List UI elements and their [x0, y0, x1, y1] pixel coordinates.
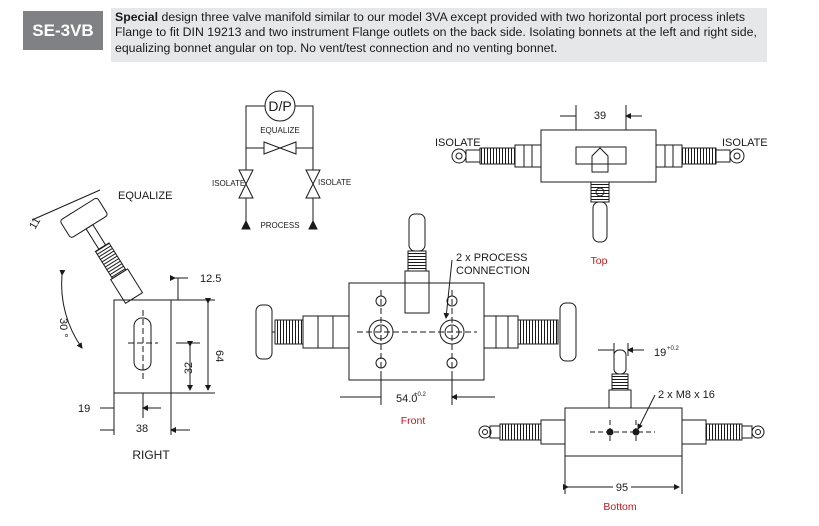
dim-12-5-ext [171, 277, 188, 301]
bottom-dim-19-tolerance: +0.2 [667, 346, 680, 352]
schematic-equalize-label: EQUALIZE [260, 126, 300, 135]
process-arrows [241, 219, 318, 230]
bottom-view: 19 +0.2 2 x M8 x 16 95 Bottom [478, 343, 765, 513]
dim-95-label: 95 [616, 482, 628, 494]
description-lead: Special [115, 10, 159, 24]
schematic-isolate-left-label: ISOLATE [212, 179, 245, 188]
thread-callout-label: 2 x M8 x 16 [658, 389, 715, 401]
right-view-centerlines [128, 310, 158, 380]
dim-19-label: 19 [78, 403, 90, 415]
bottom-caption: Bottom [603, 501, 637, 513]
dim-32-label: 32 [183, 362, 195, 374]
bottom-right-handle-end [751, 425, 765, 439]
impulse-lines [245, 105, 314, 170]
model-code: SE-3VB [32, 20, 94, 40]
dim-54-tolerance: +0.2 [414, 392, 427, 398]
front-top-thread [407, 250, 427, 272]
dim-38-label: 38 [136, 423, 148, 435]
top-left-hex [514, 144, 542, 168]
top-right-hex [655, 144, 683, 168]
equalize-handle [60, 197, 108, 238]
equalize-valve-symbol [263, 141, 297, 155]
front-top-handle [408, 213, 426, 252]
thread-callout-leader [637, 394, 656, 430]
bonnet-stem [85, 223, 107, 250]
process-callout-leader [443, 259, 453, 319]
thread-hole-left [606, 428, 614, 436]
right-caption: RIGHT [132, 448, 170, 462]
front-centerlines [357, 290, 477, 374]
front-right-handle [559, 302, 577, 362]
front-view: 2 x PROCESS CONNECTION 54.0 +0.2 Front [255, 213, 577, 427]
callout-line1: 2 x PROCESS [456, 252, 528, 264]
callout-line2: CONNECTION [456, 265, 530, 277]
front-caption: Front [401, 415, 426, 427]
dim-11-label: 11 [27, 216, 43, 232]
angle-label: 30 ° [57, 318, 69, 338]
right-equalize-label: EQUALIZE [118, 190, 172, 202]
top-body [540, 129, 657, 183]
bottom-left-hex [540, 419, 566, 445]
thread-hole-right [632, 428, 640, 436]
bottom-equalize-thread [611, 373, 629, 391]
dp-label: D/P [268, 98, 291, 114]
bottom-left-thread [499, 423, 542, 441]
front-left-thread [274, 319, 304, 345]
dim-39-label: 39 [594, 110, 606, 122]
bottom-right-thread [705, 423, 743, 441]
model-badge: SE-3VB [23, 11, 103, 50]
top-left-handle-end [451, 148, 467, 164]
schematic-process-label: PROCESS [260, 221, 299, 230]
dim-12-5-label: 12.5 [200, 273, 221, 285]
angle-arc [59, 269, 83, 349]
description-box: Special design three valve manifold simi… [111, 8, 767, 62]
top-isolate-right-label: ISOLATE [722, 137, 768, 149]
description-text: design three valve manifold similar to o… [115, 10, 757, 55]
top-right-handle-end [729, 148, 745, 164]
front-top-hex [404, 270, 430, 314]
dim-64-label: 64 [213, 350, 225, 362]
bottom-equalize-hex [608, 389, 632, 409]
top-view: 39 ISOLATE ISOLATE Top [435, 105, 768, 267]
top-right-thread [681, 147, 717, 165]
top-equalize-thread [590, 181, 610, 203]
schematic-isolate-right-label: ISOLATE [318, 178, 351, 187]
front-left-handle [255, 304, 273, 360]
bottom-dim-19-label: 19 [654, 347, 666, 359]
dim-54-label: 54.0 [396, 393, 417, 405]
schematic-diagram: D/P EQUALIZE ISOLATE ISOLATE PROCESS [212, 90, 351, 230]
bottom-right-hex [681, 419, 707, 445]
process-lines [245, 198, 314, 222]
bottom-equalize-handle [613, 349, 627, 375]
front-right-hex [483, 315, 519, 349]
front-right-thread [517, 319, 559, 345]
top-center-block [575, 146, 627, 165]
front-left-hex [302, 315, 350, 349]
right-view: 11 EQUALIZE 30 ° 12.5 64 32 19 38 RIGHT [27, 189, 225, 462]
top-equalize-handle [592, 201, 608, 243]
dim-11-extension [31, 189, 101, 221]
equalize-bonnet [60, 197, 144, 304]
top-equalize-hex [591, 147, 609, 173]
top-left-thread [479, 147, 516, 165]
bottom-centerlines [590, 420, 655, 444]
top-isolate-left-label: ISOLATE [435, 137, 481, 149]
top-caption: Top [591, 255, 608, 267]
right-view-slot [133, 317, 152, 371]
bottom-left-handle-end [478, 425, 492, 439]
